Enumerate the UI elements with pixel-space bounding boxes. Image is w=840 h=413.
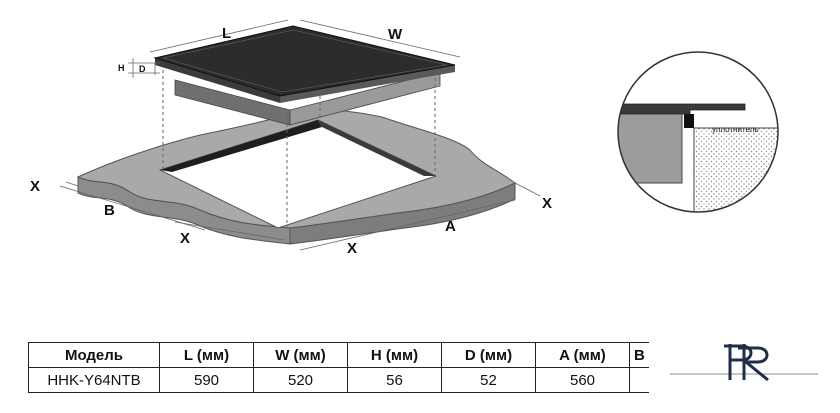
hob-glass-side — [280, 65, 455, 103]
label-x-front-right: X — [347, 240, 357, 257]
brand-logo — [670, 344, 818, 382]
dimension-lines — [59, 19, 541, 251]
label-x-right: X — [542, 195, 552, 212]
header-model: Модель — [28, 342, 160, 368]
detail-cabinet — [693, 127, 778, 212]
hob — [153, 25, 456, 126]
label-b: B — [104, 202, 115, 219]
label-a: A — [445, 218, 456, 235]
cell-b — [628, 367, 649, 393]
cell-l: 590 — [159, 367, 254, 393]
label-h: H — [118, 63, 125, 73]
hob-glass-front — [155, 58, 280, 103]
detail-countertop — [618, 112, 683, 184]
installation-diagram: L W H D X B X X A X уплотнитель — [30, 19, 779, 257]
cutout-inner-wall — [160, 120, 322, 172]
table-row: HHK-Y64NTB 590 520 56 52 560 — [28, 367, 649, 393]
cell-model: HHK-Y64NTB — [28, 367, 160, 393]
label-x-front: X — [180, 230, 190, 247]
label-d: D — [139, 64, 146, 74]
spec-table: Модель L (мм) W (мм) H (мм) D (мм) A (мм… — [28, 342, 649, 393]
cell-w: 520 — [253, 367, 348, 393]
detail-hob-glass — [618, 103, 746, 115]
table-crop-mask — [654, 335, 674, 395]
header-l: L (мм) — [159, 342, 254, 368]
cell-a: 560 — [535, 367, 630, 393]
cutout-inner-wall-left — [318, 120, 436, 176]
table-header-row: Модель L (мм) W (мм) H (мм) D (мм) A (мм… — [28, 342, 649, 368]
seal-label: уплотнитель — [712, 125, 759, 134]
cell-h: 56 — [347, 367, 442, 393]
projection-lines — [162, 70, 436, 228]
label-x-left: X — [30, 178, 40, 195]
hob-base-side — [289, 71, 441, 126]
header-h: H (мм) — [347, 342, 442, 368]
label-l: L — [222, 25, 231, 42]
detail-seal — [684, 114, 694, 128]
header-b: B — [628, 342, 649, 368]
header-w: W (мм) — [253, 342, 348, 368]
hob-glass-highlight — [162, 29, 448, 93]
cell-d: 52 — [441, 367, 536, 393]
label-w: W — [388, 26, 403, 43]
header-d: D (мм) — [441, 342, 536, 368]
seal-detail: уплотнитель — [617, 51, 779, 213]
countertop — [76, 105, 516, 245]
header-a: A (мм) — [535, 342, 630, 368]
